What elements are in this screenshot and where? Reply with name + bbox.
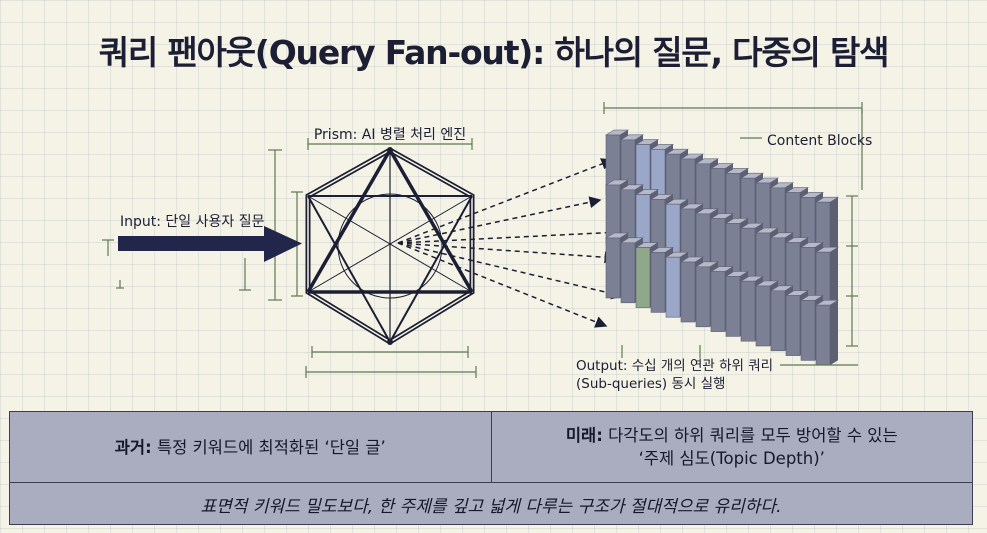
block-front-face	[725, 276, 741, 337]
block-front-face	[680, 261, 696, 323]
fanout-ray	[397, 242, 617, 264]
fanout-rays	[397, 158, 624, 328]
summary-text: 표면적 키워드 밀도보다, 한 주제를 깊고 넓게 다루는 구조가 절대적으로 …	[10, 482, 972, 525]
block-front-face	[665, 256, 681, 318]
block-front-face	[605, 237, 621, 299]
input-arrow	[118, 226, 302, 262]
content-blocks	[604, 129, 840, 366]
block-front-face	[770, 290, 786, 352]
block-front-face	[740, 280, 756, 342]
block-front-face	[635, 247, 651, 308]
block-side-face	[830, 300, 838, 366]
fanout-ray	[397, 158, 614, 244]
block-side-face	[830, 197, 838, 263]
prism-label: Prism: AI 병렬 처리 엔진	[314, 127, 466, 143]
future-label: 미래:	[565, 426, 603, 445]
content-blocks-label: Content Blocks	[767, 133, 872, 149]
future-text-line1: 다각도의 하위 쿼리를 모두 방어할 수 있는	[608, 426, 898, 445]
comparison-panel: 과거: 특정 키워드에 최적화된 ‘단일 글’ 미래: 다각도의 하위 쿼리를 …	[9, 411, 973, 525]
block-front-face	[695, 266, 711, 328]
block-front-face	[620, 242, 636, 304]
block-front-face	[815, 304, 831, 366]
output-label-line1: Output: 수십 개의 연관 하위 쿼리	[576, 358, 773, 374]
content-block	[814, 299, 840, 366]
past-label: 과거:	[114, 437, 152, 457]
prism-engine	[305, 147, 475, 345]
fanout-ray	[397, 242, 624, 300]
query-fanout-diagram: Prism: AI 병렬 처리 엔진 Input: 단일 사용자 질문	[102, 102, 872, 392]
output-label-line2: (Sub-queries) 동시 실행	[576, 376, 725, 392]
fanout-ray	[397, 196, 602, 244]
block-front-face	[755, 285, 771, 347]
input-label: Input: 단일 사용자 질문	[120, 214, 265, 230]
block-front-face	[650, 252, 666, 313]
past-cell: 과거: 특정 키워드에 최적화된 ‘단일 글’	[10, 412, 492, 482]
prism-measure-lines	[102, 138, 477, 378]
block-front-face	[800, 300, 816, 361]
block-side-face	[830, 247, 838, 313]
future-text-line2: ‘주제 심도(Topic Depth)’	[638, 449, 825, 468]
fanout-ray	[397, 242, 608, 328]
block-front-face	[710, 271, 726, 332]
past-text: 특정 키워드에 최적화된 ‘단일 글’	[156, 437, 386, 457]
block-front-face	[785, 295, 801, 356]
page-title: 쿼리 팬아웃(Query Fan-out): 하나의 질문, 다중의 탐색	[98, 33, 890, 72]
fanout-ray	[397, 226, 622, 244]
blocks-measure-lines	[603, 102, 863, 366]
future-cell: 미래: 다각도의 하위 쿼리를 모두 방어할 수 있는 ‘주제 심도(Topic…	[492, 412, 973, 482]
